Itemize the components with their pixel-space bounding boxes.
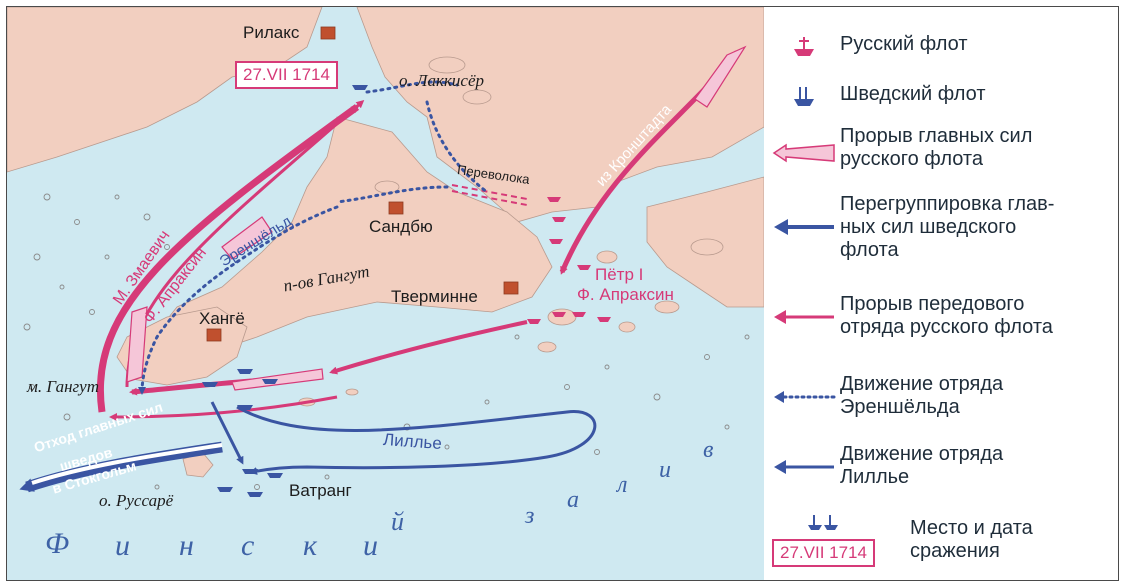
label-sandbyu: Сандбю (369, 217, 433, 236)
label-petr: Пётр I (595, 265, 644, 284)
legend-text: Прорыв главных сил русского флота (840, 125, 1033, 170)
legend-text: Перегруппировка глав- ных сил шведского … (840, 193, 1055, 261)
gulf-letter: с (241, 529, 255, 562)
legend-text: Место и дата сражения (910, 517, 1033, 562)
swedish-ship-icon (794, 87, 814, 106)
gulf-letter: в (703, 437, 714, 463)
label-rilaks: Рилакс (243, 23, 300, 42)
wide-pink-arrow-icon (772, 143, 835, 163)
thin-blue-arrow-icon (774, 460, 834, 474)
battle-date-box: 27.VII 1714 (235, 61, 338, 89)
legend-text: Шведский флот (840, 83, 986, 105)
legend-text: Прорыв передового отряда русского флота (840, 293, 1053, 338)
land (7, 7, 764, 478)
label-russaro: о. Руссарё (99, 491, 174, 510)
gulf-letter: з (525, 503, 535, 529)
gulf-letter: н (179, 529, 194, 562)
label-lille: Лилльe (382, 429, 443, 454)
label-hange: Хангё (199, 309, 245, 328)
label-tverminne: Тверминне (391, 287, 478, 306)
gulf-letter: и (659, 457, 671, 483)
retreat-band (31, 443, 223, 485)
gulf-letter: й (391, 507, 404, 536)
gulf-letter: и (363, 529, 378, 562)
dotted-arrow-icon (774, 391, 836, 403)
legend-text: Движение отряда Эреншёльда (840, 373, 1004, 418)
gulf-letter: и (115, 529, 130, 562)
gulf-letter: Ф (45, 527, 70, 560)
label-lakkiser: о. Лаккисёр (399, 71, 485, 90)
legend-text: Русский флот (840, 33, 968, 55)
battle-date-legend: 27.VII 1714 (772, 539, 875, 567)
map-legend: Русский флот Шведский флот Прорыв главны… (764, 6, 1119, 581)
russian-ships (527, 189, 611, 324)
gulf-letter: к (303, 529, 318, 562)
portage-line (451, 184, 528, 206)
label-cape-gangut: м. Гангут (27, 377, 99, 396)
legend-text: Движение отряда Лиллье (840, 443, 1004, 488)
swedish-ships (202, 85, 368, 497)
gulf-letter: а (567, 487, 579, 513)
ehrenskiold-route (138, 80, 489, 395)
gulf-letter: л (617, 472, 628, 498)
label-apraksin-right: Ф. Апраксин (577, 285, 674, 304)
thin-pink-arrow-icon (774, 310, 834, 324)
russian-ship-icon (794, 37, 814, 56)
town-markers (206, 26, 519, 342)
label-vatrang: Ватранг (289, 481, 352, 500)
map-graphic (7, 7, 764, 497)
battle-map: Рилакс 27.VII 1714 о. Лаккисёр Переволок… (6, 6, 765, 581)
battle-icon (808, 515, 838, 530)
blue-arrow-icon (774, 219, 834, 235)
